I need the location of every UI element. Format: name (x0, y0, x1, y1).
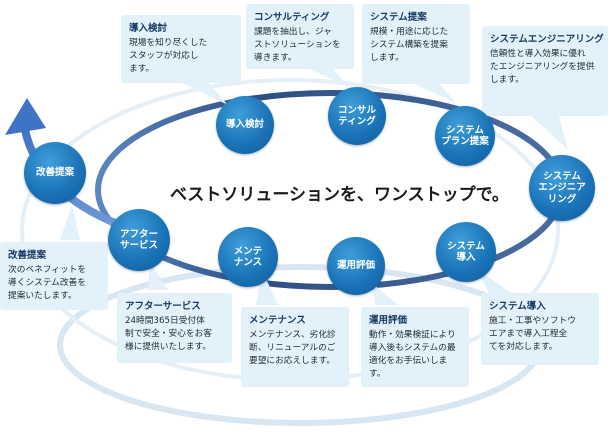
bubble-body: 信頼性と導入効果に優れ たエンジニアリングを提供 します。 (490, 49, 595, 85)
bubble-body: 24時間365日受付体 制で安全・安心をお客 様に提供いたします。 (125, 316, 212, 352)
node-system-donyu: システム 導入 (436, 222, 496, 282)
node-consulting: コンサル ティング (328, 87, 386, 145)
bubble-title: コンサルティング (254, 12, 330, 23)
bubble-system-plan: システム提案 規模・用途に応じた システム構築を提案 します。 (362, 4, 470, 84)
bubble-title: 導入検討 (129, 23, 168, 34)
node-kaizen: 改善提案 (24, 142, 86, 204)
bubble-body: メンテナンス、劣化診 断、リニューアルのご 要望にお応えします。 (249, 330, 336, 366)
bubble-title: システム提案 (370, 12, 427, 23)
bubble-title: システムエンジニアリング (490, 34, 604, 45)
bubble-title: 改善提案 (8, 250, 47, 261)
bubble-title: 運用評価 (369, 315, 408, 326)
bubble-body: 次のベネフィットを 導くシステム改善を 提案いたします。 (8, 265, 87, 301)
bubble-body: 動作・効果検証により 導入後もシステムの最 適化をお手伝いします。 (369, 330, 456, 379)
headline: ベストソリューションを、ワンストップで。 (170, 185, 509, 205)
bubble-title: アフターサービス (125, 301, 201, 312)
bubble-body: 規模・用途に応じた システム構築を提案 します。 (370, 27, 449, 63)
bubble-kaizen: 改善提案 次のベネフィットを 導くシステム改善を 提案いたします。 (0, 242, 108, 310)
node-system-plan: システム プラン提案 (435, 106, 495, 166)
node-maintenance: メンテ ナンス (218, 227, 278, 287)
bubble-maintenance: メンテナンス メンテナンス、劣化診 断、リニューアルのご 要望にお応えします。 (241, 307, 349, 387)
node-donyu-kento: 導入検討 (216, 96, 274, 154)
bubble-body: 現場を知り尽くした スタッフが対応し ます。 (129, 38, 208, 74)
node-unyo-hyoka: 運用評価 (327, 237, 385, 295)
bubble-system-engineering: システムエンジニアリング 信頼性と導入効果に優れ たエンジニアリングを提供 しま… (482, 26, 608, 116)
bubble-title: システム導入 (489, 301, 546, 312)
bubble-body: 課題を抽出し、ジャ ストソリューションを 導きます。 (254, 27, 341, 63)
bubble-donyu-kento: 導入検討 現場を知り尽くした スタッフが対応し ます。 (121, 15, 241, 83)
bubble-system-donyu: システム導入 施工・工事やソフトウ エアまで導入工程全 てを対応します。 (481, 293, 599, 365)
bubble-pointers (60, 66, 568, 305)
node-after-service: アフター サービス (108, 209, 170, 271)
bubble-consulting: コンサルティング 課題を抽出し、ジャ ストソリューションを 導きます。 (246, 4, 354, 69)
node-system-engineering: システム エンジニア リング (529, 155, 595, 221)
bubble-body: 施工・工事やソフトウ エアまで導入工程全 てを対応します。 (489, 316, 576, 352)
bubble-title: メンテナンス (249, 315, 306, 326)
bubble-after-service: アフターサービス 24時間365日受付体 制で安全・安心をお客 様に提供いたしま… (117, 293, 232, 363)
cycle-arrow-head (5, 98, 46, 135)
bubble-unyo-hyoka: 運用評価 動作・効果検証により 導入後もシステムの最 適化をお手伝いします。 (361, 307, 469, 387)
